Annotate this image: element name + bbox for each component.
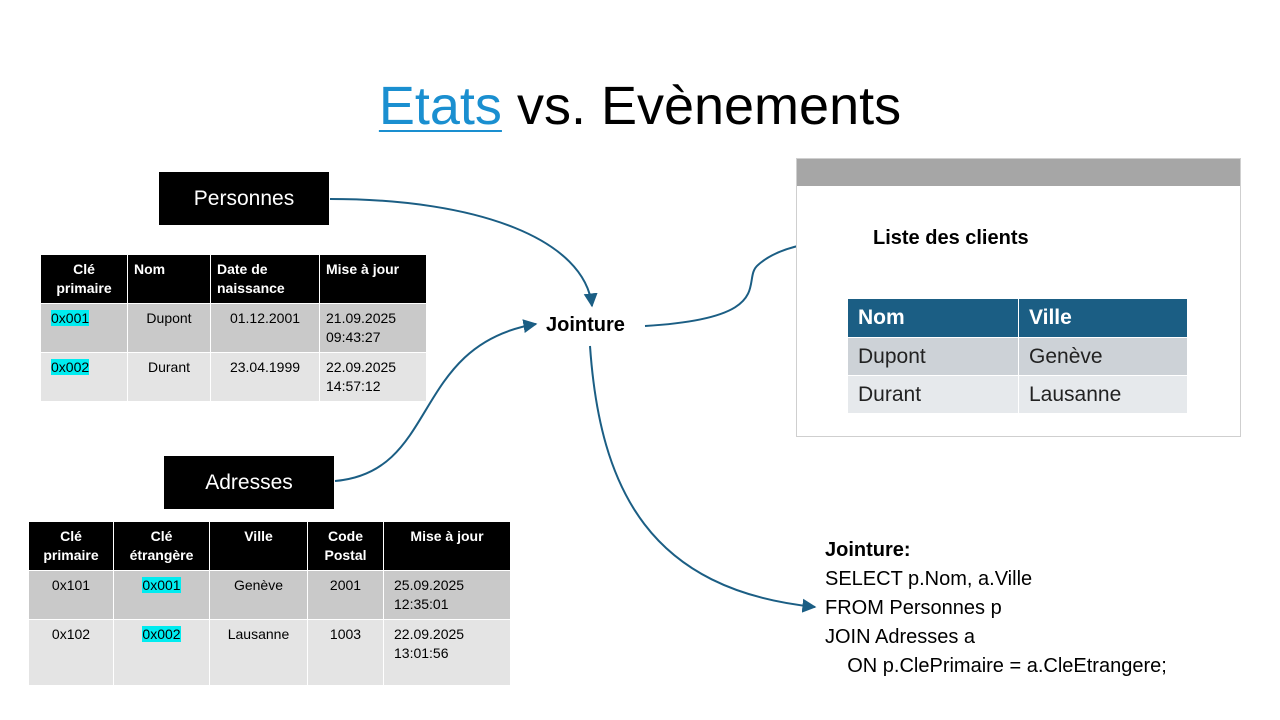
col-header: Date de naissance bbox=[210, 254, 320, 304]
sql-line: ON p.ClePrimaire = a.CleEtrangere; bbox=[825, 655, 1167, 677]
cell-cp: 1003 bbox=[307, 619, 384, 686]
col-header: Code Postal bbox=[307, 521, 384, 571]
cell-key: 0x002 bbox=[40, 352, 128, 402]
table-row: 0x102 0x002 Lausanne 1003 22.09.2025 13:0… bbox=[28, 619, 511, 686]
sql-line: SELECT p.Nom, a.Ville bbox=[825, 568, 1033, 590]
cell-nom: Dupont bbox=[847, 337, 1019, 376]
cell-ville: Lausanne bbox=[209, 619, 308, 686]
cell-ville: Genève bbox=[1018, 337, 1188, 376]
sql-line: JOIN Adresses a bbox=[825, 626, 976, 648]
cell-fk: 0x001 bbox=[113, 570, 210, 620]
table-row: 0x101 0x001 Genève 2001 25.09.2025 12:35:… bbox=[28, 570, 511, 620]
table-row: Dupont Genève bbox=[847, 337, 1188, 376]
cell-date: 01.12.2001 bbox=[210, 303, 320, 353]
cell-nom: Dupont bbox=[127, 303, 211, 353]
col-header: Ville bbox=[209, 521, 308, 571]
col-header: Mise à jour bbox=[383, 521, 511, 571]
adresses-label-box: Adresses bbox=[164, 456, 334, 509]
maj-date: 21.09.2025 bbox=[326, 310, 397, 326]
personnes-label: Personnes bbox=[193, 186, 295, 210]
arrow-personnes-to-jointure bbox=[329, 198, 598, 308]
key-highlight: 0x001 bbox=[51, 310, 90, 326]
fk-highlight: 0x002 bbox=[142, 626, 181, 642]
maj-date: 22.09.2025 bbox=[326, 359, 397, 375]
personnes-table: Clé primaire Nom Date de naissance Mise … bbox=[40, 254, 427, 402]
cell-maj: 22.09.2025 13:01:56 bbox=[383, 619, 511, 686]
title-link[interactable]: Etats bbox=[378, 76, 502, 136]
table-header-row: Nom Ville bbox=[847, 298, 1188, 338]
clients-panel: Liste des clients Nom Ville Dupont Genèv… bbox=[796, 158, 1241, 437]
maj-time: 09:43:27 bbox=[326, 329, 381, 345]
cell-maj: 22.09.2025 14:57:12 bbox=[319, 352, 427, 402]
clients-table: Nom Ville Dupont Genève Durant Lausanne bbox=[847, 298, 1188, 414]
cell-maj: 21.09.2025 09:43:27 bbox=[319, 303, 427, 353]
maj-date: 25.09.2025 bbox=[394, 577, 465, 593]
cell-cp: 2001 bbox=[307, 570, 384, 620]
cell-nom: Durant bbox=[127, 352, 211, 402]
col-header: Nom bbox=[847, 298, 1019, 338]
cell-maj: 25.09.2025 12:35:01 bbox=[383, 570, 511, 620]
panel-title-bar bbox=[797, 159, 1240, 186]
cell-fk: 0x002 bbox=[113, 619, 210, 686]
maj-time: 14:57:12 bbox=[326, 378, 381, 394]
cell-key: 0x001 bbox=[40, 303, 128, 353]
cell-key: 0x102 bbox=[28, 619, 114, 686]
adresses-table: Clé primaire Clé étrangère Ville Code Po… bbox=[28, 521, 511, 686]
cell-key: 0x101 bbox=[28, 570, 114, 620]
col-header: Clé primaire bbox=[28, 521, 114, 571]
key-highlight: 0x002 bbox=[51, 359, 90, 375]
table-row: 0x001 Dupont 01.12.2001 21.09.2025 09:43:… bbox=[40, 303, 427, 353]
cell-nom: Durant bbox=[847, 375, 1019, 414]
col-header: Ville bbox=[1018, 298, 1188, 338]
arrow-adresses-to-jointure bbox=[334, 319, 538, 482]
sql-heading: Jointure: bbox=[825, 539, 911, 561]
arrow-jointure-to-sql bbox=[589, 345, 817, 613]
jointure-label: Jointure bbox=[546, 314, 625, 336]
clients-title: Liste des clients bbox=[873, 227, 1029, 249]
sql-line: FROM Personnes p bbox=[825, 597, 1002, 619]
personnes-label-box: Personnes bbox=[159, 172, 329, 225]
title-rest: vs. Evènements bbox=[501, 76, 902, 136]
table-header-row: Clé primaire Clé étrangère Ville Code Po… bbox=[28, 521, 511, 571]
table-row: 0x002 Durant 23.04.1999 22.09.2025 14:57:… bbox=[40, 352, 427, 402]
adresses-label: Adresses bbox=[205, 470, 293, 494]
cell-date: 23.04.1999 bbox=[210, 352, 320, 402]
fk-highlight: 0x001 bbox=[142, 577, 181, 593]
maj-time: 13:01:56 bbox=[394, 645, 449, 661]
col-header: Nom bbox=[127, 254, 211, 304]
col-header: Clé primaire bbox=[40, 254, 128, 304]
cell-ville: Genève bbox=[209, 570, 308, 620]
col-header: Clé étrangère bbox=[113, 521, 210, 571]
sql-block: Jointure: SELECT p.Nom, a.Ville FROM Per… bbox=[825, 536, 1167, 681]
col-header: Mise à jour bbox=[319, 254, 427, 304]
maj-date: 22.09.2025 bbox=[394, 626, 465, 642]
slide-title: Etats vs. Evènements bbox=[0, 74, 1280, 138]
cell-ville: Lausanne bbox=[1018, 375, 1188, 414]
table-row: Durant Lausanne bbox=[847, 375, 1188, 414]
maj-time: 12:35:01 bbox=[394, 596, 449, 612]
table-header-row: Clé primaire Nom Date de naissance Mise … bbox=[40, 254, 427, 304]
